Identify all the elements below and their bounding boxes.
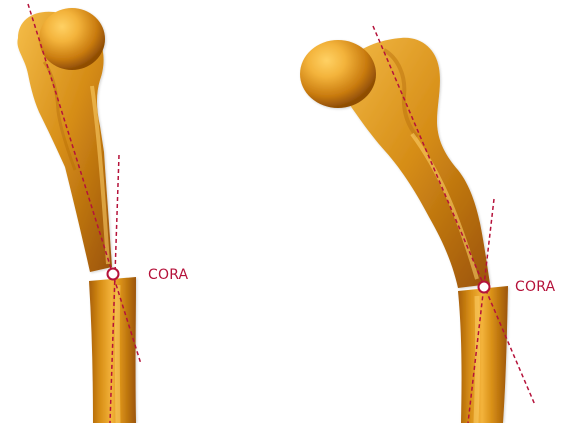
right-cora-marker [479,282,490,293]
right-cora-label: CORA [515,279,556,295]
right-femur-distal-highlight [476,296,478,423]
right-femur-head [300,40,376,108]
right-femur [300,38,508,423]
left-femur-distal-highlight [117,285,118,423]
right-femur-distal-segment [458,286,508,423]
left-cora-marker [108,269,119,280]
left-femur [17,8,136,423]
left-femur-head [39,8,105,70]
left-cora-label: CORA [148,267,189,283]
left-femur-distal-segment [89,277,136,423]
